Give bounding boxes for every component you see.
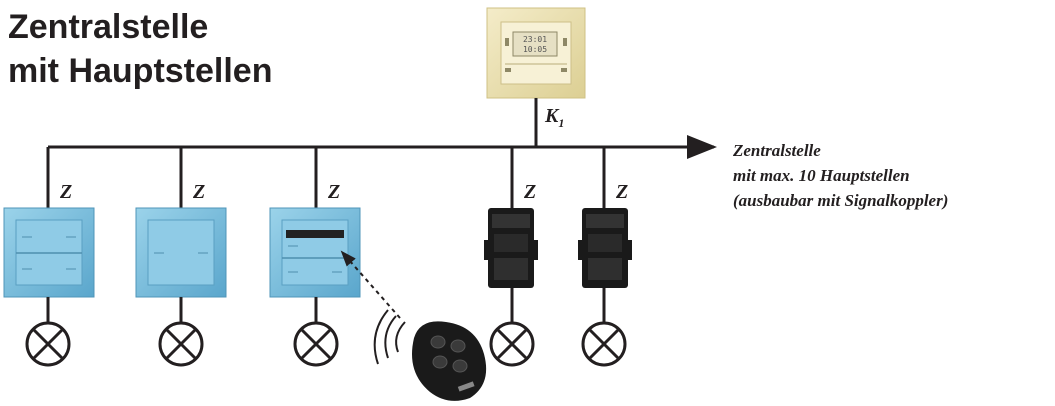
station-label: Z — [192, 181, 205, 203]
bus-note-line-3: (ausbaubar mit Signalkoppler) — [733, 191, 948, 210]
station-label: Z — [327, 181, 340, 203]
bus-note-line-1: Zentralstelle — [732, 141, 821, 160]
title-line-2: mit Hauptstellen — [8, 52, 272, 90]
ir-signal-arrow — [340, 250, 401, 319]
bus-wiring — [46, 98, 717, 208]
station-label: Z — [523, 181, 536, 203]
insert-station-5 — [578, 208, 632, 288]
display-line-2: 10:05 — [523, 45, 547, 54]
radio-waves-icon — [373, 309, 406, 365]
central-unit: 23:01 10:05 — [486, 7, 586, 99]
lamp-icon — [25, 321, 71, 367]
bus-note: Zentralstelle mit max. 10 Hauptstellen (… — [732, 141, 948, 210]
display-line-1: 23:01 — [523, 35, 547, 44]
ir-receiver-window — [286, 230, 344, 238]
insert-station-4 — [484, 208, 538, 288]
k1-label: K1 — [544, 105, 564, 130]
station-label: Z — [59, 181, 72, 203]
central-display — [512, 31, 558, 57]
switch-station-3-receiver — [269, 207, 361, 298]
title-line-1: Zentralstelle — [8, 8, 208, 46]
switch-station-2 — [135, 207, 227, 298]
remote-control-icon — [412, 321, 487, 401]
lamp-wiring — [46, 288, 606, 323]
bus-note-line-2: mit max. 10 Hauptstellen — [733, 166, 910, 185]
lamp-icon — [489, 321, 535, 367]
lamp-icon — [293, 321, 339, 367]
lamp-icon — [581, 321, 627, 367]
lamp-icon — [158, 321, 204, 367]
station-label: Z — [615, 181, 628, 203]
switch-station-1 — [3, 207, 95, 298]
